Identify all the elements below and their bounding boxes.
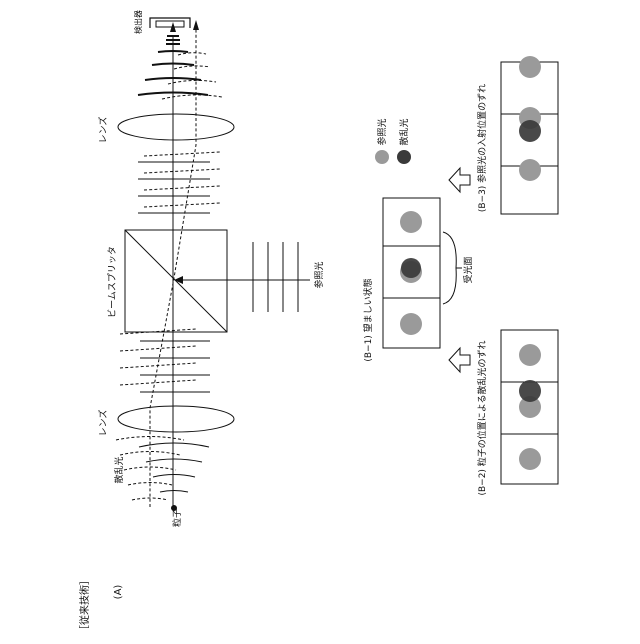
b3-scattered-spot	[519, 120, 541, 142]
b2-scattered-spot	[519, 380, 541, 402]
b3-reference-spot-bottom	[519, 159, 541, 181]
legend-reference-spot	[375, 150, 389, 164]
lens-1-label: レンズ	[97, 410, 109, 437]
arrow-to-b2-icon	[449, 348, 470, 372]
particle-label: 粒子	[171, 509, 183, 527]
legend-scattered-spot	[397, 150, 411, 164]
converging-waves	[138, 51, 222, 99]
arrow-to-b3-icon	[449, 168, 470, 192]
figure-label: (A)	[113, 585, 124, 600]
legend-reference-label: 参照光	[376, 118, 388, 145]
panel-b1: (B−1) 望ましい状態 受光面	[362, 198, 474, 362]
panel-b3: (B−3) 参照光の入射位置のずれ	[476, 56, 558, 214]
b1-reference-spot-bottom	[400, 313, 422, 335]
receiving-surface-label: 受光面	[462, 256, 474, 283]
b1-scattered-spot	[401, 258, 421, 278]
scatter-arrowhead	[193, 20, 199, 30]
b2-reference-spot-bottom	[519, 448, 541, 470]
scattered-wavefronts	[116, 437, 209, 501]
receiving-surface-bracket	[443, 232, 456, 304]
reference-wavefronts	[253, 242, 298, 312]
lens-2-label: レンズ	[97, 117, 109, 144]
lens-2	[118, 114, 234, 140]
b3-reference-spot-top	[519, 56, 541, 78]
b1-reference-spot-top	[400, 211, 422, 233]
detector-surface	[156, 21, 184, 27]
collimated-waves-1	[120, 329, 210, 392]
b3-caption: (B−3) 参照光の入射位置のずれ	[476, 84, 488, 212]
lens-1	[118, 406, 234, 432]
legend-scattered-label: 散乱光	[398, 118, 410, 145]
b2-reference-spot-top	[519, 344, 541, 366]
beam-splitter-label: ビームスプリッタ	[107, 246, 118, 318]
section-label: ［従来技術］	[78, 575, 91, 635]
reference-light-label: 参照光	[313, 261, 325, 288]
legend: 参照光 散乱光	[375, 118, 411, 164]
optical-system: 粒子 散乱光 レンズ	[97, 10, 325, 527]
b1-caption: (B−1) 望ましい状態	[362, 278, 374, 361]
detector-label: 検出器	[133, 10, 143, 34]
panel-b2: (B−2) 粒子の位置による散乱光のずれ	[476, 330, 558, 496]
scattered-light-label: 散乱光	[113, 456, 125, 483]
collimated-waves-2	[138, 152, 220, 213]
beam-splitter-diagonal	[125, 230, 227, 332]
b2-caption: (B−2) 粒子の位置による散乱光のずれ	[476, 340, 488, 495]
